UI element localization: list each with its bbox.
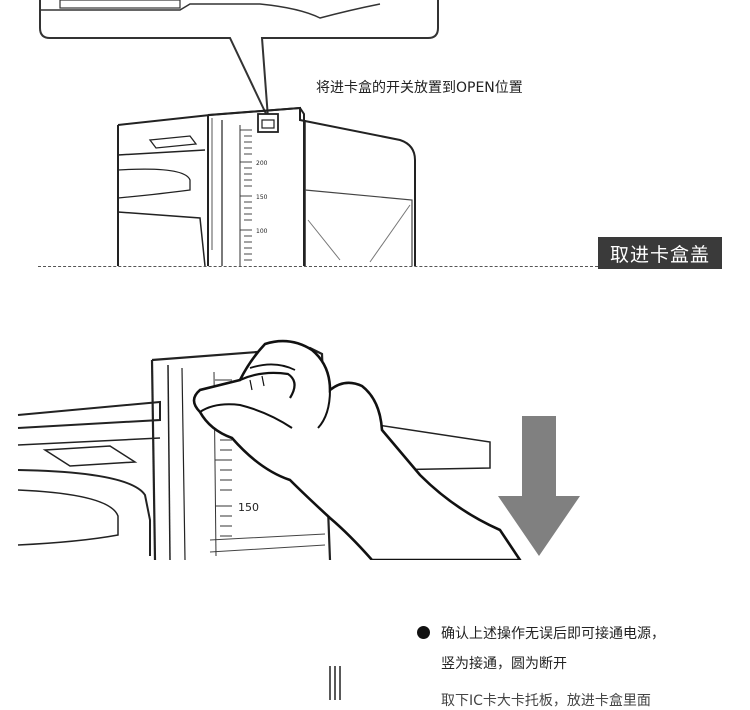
step3-illustration xyxy=(318,664,358,700)
ruler-label-200: 200 xyxy=(256,160,268,167)
ruler-label-150-large: 150 xyxy=(238,501,259,514)
power-note-line1: 确认上述操作无误后即可接通电源， xyxy=(441,626,665,642)
ruler-label-150: 150 xyxy=(256,194,268,201)
step1-caption: 将进卡盒的开关放置到OPEN位置 xyxy=(316,80,523,96)
power-note-line2: 竖为接通，圆为断开 xyxy=(441,656,567,672)
step2-illustration: 150 xyxy=(0,320,750,560)
step1-illustration: 200 150 100 xyxy=(0,0,750,266)
bullet-icon xyxy=(417,626,430,639)
step2-badge: 取进卡盒盖 xyxy=(598,237,722,269)
step-divider xyxy=(38,266,598,267)
power-note-line3: 取下IC卡大卡托板，放进卡盒里面 xyxy=(441,693,651,709)
ruler-label-100: 100 xyxy=(256,228,268,235)
